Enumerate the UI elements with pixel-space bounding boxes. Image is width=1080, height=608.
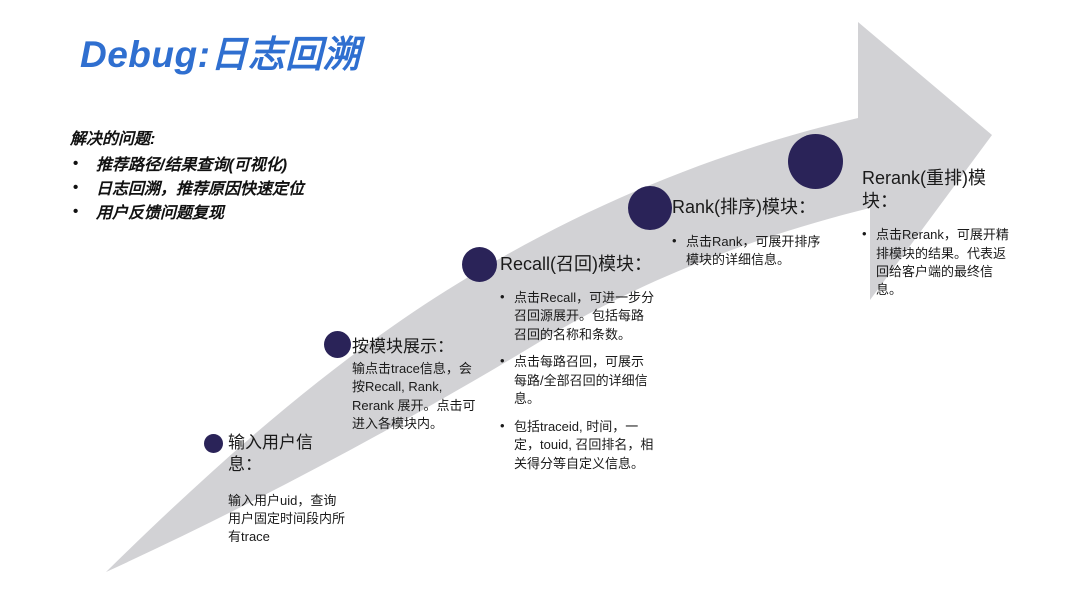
step-block-input-user-info: 输入用户信 息： 输入用户uid，查询用户固定时间段内所有trace [228,432,348,547]
step-title: 输入用户信 息： [228,432,348,476]
step-title: Rerank(重排)模 块： [862,167,1014,213]
step-title-line-1: Rerank(重排)模 [862,168,987,188]
milestone-dot-step-1 [204,434,223,453]
step-title: Recall(召回)模块： [500,254,653,274]
milestone-dot-step-2 [324,331,351,358]
step-title-line-2: 块： [862,191,898,212]
step-title-line-2: 息： [228,454,262,474]
problem-item: 用户反馈问题复现 [70,201,304,226]
problem-item: 推荐路径/结果查询(可视化) [70,153,304,178]
step-block-rerank-module: Rerank(重排)模 块： 点击Rerank，可展开精排模块的结果。代表返回给… [862,167,1014,300]
step-bullets: 点击Recall，可进一步分召回源展开。包括每路召回的名称和条数。 点击每路召回… [500,288,656,473]
problem-list: 解决的问题: 推荐路径/结果查询(可视化) 日志回溯，推荐原因快速定位 用户反馈… [70,128,304,227]
spacer [228,478,348,492]
milestone-dot-step-3 [462,247,497,282]
page-title: Debug:日志回溯 [80,34,361,75]
step-title-line-1: 输入用户信 [228,433,313,452]
step-bullet: 点击Rank，可展开排序模块的详细信息。 [672,232,824,270]
step-bullet: 点击Rerank，可展开精排模块的结果。代表返回给客户端的最终信息。 [862,225,1014,300]
step-body: 输点击trace信息，会按Recall, Rank, Rerank 展开。点击可… [352,360,476,432]
step-block-module-display: 按模块展示： 输点击trace信息，会按Recall, Rank, Rerank… [352,336,484,434]
milestone-dot-step-4 [628,186,672,230]
step-title: Rank(排序)模块： [672,197,817,217]
problem-items: 推荐路径/结果查询(可视化) 日志回溯，推荐原因快速定位 用户反馈问题复现 [70,153,304,227]
step-body: 输入用户uid，查询用户固定时间段内所有trace [228,492,346,545]
problem-list-heading: 解决的问题: [70,131,156,148]
step-bullet: 包括traceid, 时间，一定，touid, 召回排名，相关得分等自定义信息。 [500,417,656,473]
step-bullets: 点击Rank，可展开排序模块的详细信息。 [672,232,824,270]
step-title: 按模块展示： [352,337,454,356]
step-bullets: 点击Rerank，可展开精排模块的结果。代表返回给客户端的最终信息。 [862,225,1014,300]
step-block-recall-module: Recall(召回)模块： 点击Recall，可进一步分召回源展开。包括每路召回… [500,253,656,473]
problem-item: 日志回溯，推荐原因快速定位 [70,177,304,202]
step-bullet: 点击Recall，可进一步分召回源展开。包括每路召回的名称和条数。 [500,288,656,344]
step-bullet: 点击每路召回，可展示每路/全部召回的详细信息。 [500,352,656,408]
step-block-rank-module: Rank(排序)模块： 点击Rank，可展开排序模块的详细信息。 [672,196,824,270]
milestone-dot-step-5 [788,134,843,189]
